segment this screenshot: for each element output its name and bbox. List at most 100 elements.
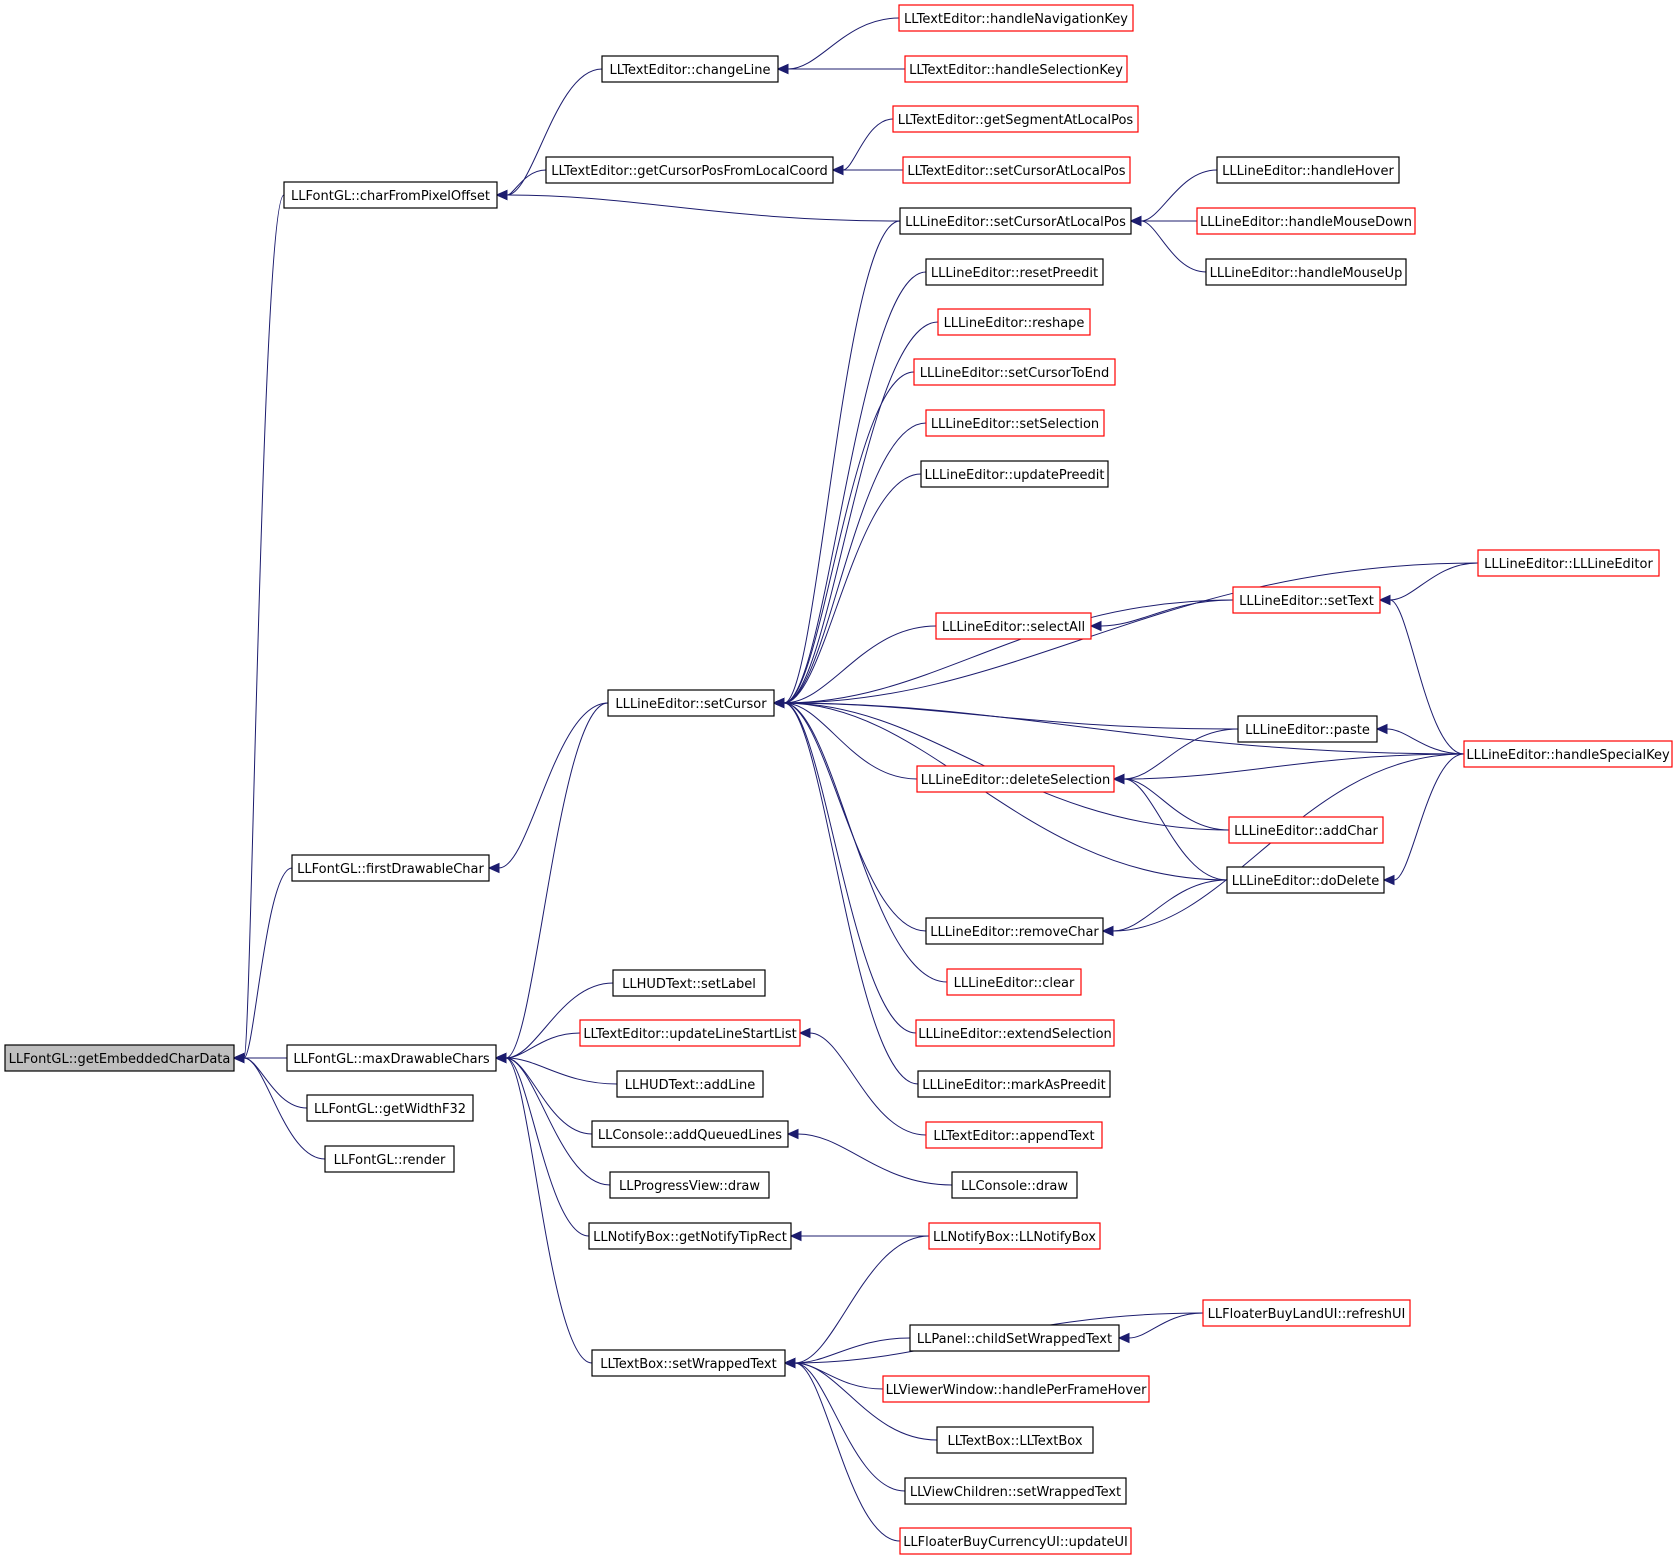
- call-edge-firstDrawableChar-to-getEmbeddedCharData: [232, 867, 293, 1064]
- node-box: [898, 4, 1134, 32]
- node-maxDrawableChars[interactable]: LLFontGL::maxDrawableChars: [286, 1044, 497, 1072]
- node-updatePreedit[interactable]: LLLineEditor::updatePreedit: [920, 460, 1109, 488]
- node-label: LLLineEditor::selectAll: [942, 620, 1085, 635]
- node-label: LLTextEditor::handleNavigationKey: [904, 12, 1128, 27]
- node-clear[interactable]: LLLineEditor::clear: [946, 968, 1082, 996]
- node-teSetCursorAtLocalPos[interactable]: LLTextEditor::setCursorAtLocalPos: [902, 156, 1131, 184]
- node-label: LLFontGL::charFromPixelOffset: [291, 189, 490, 204]
- node-selectAll[interactable]: LLLineEditor::selectAll: [935, 612, 1092, 640]
- node-consoleDraw[interactable]: LLConsole::draw: [951, 1171, 1078, 1199]
- node-handleSpecialKey[interactable]: LLLineEditor::handleSpecialKey: [1463, 740, 1673, 768]
- call-edge-teSetCursorAtLocalPos-to-getCursorPosFromLocalCoord: [831, 164, 903, 176]
- node-setText[interactable]: LLLineEditor::setText: [1232, 586, 1381, 614]
- node-getCursorPosFromLocalCoord[interactable]: LLTextEditor::getCursorPosFromLocalCoord: [545, 156, 834, 184]
- edge-line: [783, 625, 937, 704]
- node-hudAddLine[interactable]: LLHUDText::addLine: [616, 1070, 764, 1098]
- node-setCursorToEnd[interactable]: LLLineEditor::setCursorToEnd: [913, 358, 1116, 386]
- node-firstDrawableChar[interactable]: LLFontGL::firstDrawableChar: [291, 854, 490, 882]
- node-doDelete[interactable]: LLLineEditor::doDelete: [1226, 866, 1385, 894]
- node-getEmbeddedCharData[interactable]: LLFontGL::getEmbeddedCharData: [4, 1044, 235, 1072]
- node-getNotifyTipRect[interactable]: LLNotifyBox::getNotifyTipRect: [588, 1222, 792, 1250]
- arrowhead-icon: [1101, 925, 1114, 937]
- edge-line: [787, 17, 900, 70]
- node-appendText[interactable]: LLTextEditor::appendText: [925, 1121, 1103, 1149]
- node-childSetWrappedText[interactable]: LLPanel::childSetWrappedText: [909, 1324, 1120, 1352]
- node-box: [601, 55, 779, 83]
- call-edge-resetPreedit-to-setCursor: [772, 271, 927, 709]
- node-resetPreedit[interactable]: LLLineEditor::resetPreedit: [925, 258, 1104, 286]
- call-edge-tbSetWrappedText-to-maxDrawableChars: [494, 1052, 593, 1364]
- node-removeChar[interactable]: LLLineEditor::removeChar: [925, 917, 1104, 945]
- node-paste[interactable]: LLLineEditor::paste: [1237, 715, 1378, 743]
- call-edge-handleSelectionKey-to-changeLine: [776, 63, 905, 75]
- node-handleHover[interactable]: LLLineEditor::handleHover: [1216, 156, 1400, 184]
- arrowhead-icon: [495, 189, 508, 201]
- node-reshape[interactable]: LLLineEditor::reshape: [937, 308, 1091, 336]
- node-addChar[interactable]: LLLineEditor::addChar: [1228, 816, 1384, 844]
- node-box: [925, 258, 1104, 286]
- arrowhead-icon: [1382, 874, 1395, 886]
- call-edge-appendText-to-updateLineStartList: [798, 1027, 927, 1136]
- node-label: LLLineEditor::resetPreedit: [931, 266, 1098, 281]
- node-setSelection[interactable]: LLLineEditor::setSelection: [925, 409, 1105, 437]
- node-buyCurrencyUpdateUI[interactable]: LLFloaterBuyCurrencyUI::updateUI: [899, 1527, 1132, 1555]
- arrowhead-icon: [776, 63, 789, 75]
- node-box: [1463, 740, 1673, 768]
- node-leSetCursorAtLocalPos[interactable]: LLLineEditor::setCursorAtLocalPos: [899, 207, 1132, 235]
- node-handleMouseUp[interactable]: LLLineEditor::handleMouseUp: [1205, 258, 1407, 286]
- node-box: [892, 105, 1139, 133]
- edge-line: [1389, 599, 1465, 755]
- node-setCursor[interactable]: LLLineEditor::setCursor: [607, 689, 775, 717]
- node-label: LLHUDText::setLabel: [622, 977, 756, 992]
- node-notifyBoxCtor[interactable]: LLNotifyBox::LLNotifyBox: [928, 1222, 1101, 1250]
- arrowhead-icon: [1117, 1332, 1130, 1344]
- edge-line: [783, 473, 922, 704]
- node-box: [616, 1070, 764, 1098]
- call-edge-handleSpecialKey-to-paste: [1375, 723, 1465, 755]
- node-updateLineStartList[interactable]: LLTextEditor::updateLineStartList: [579, 1019, 801, 1047]
- edge-line: [505, 1057, 590, 1237]
- node-box: [904, 55, 1128, 83]
- node-charFromPixelOffset[interactable]: LLFontGL::charFromPixelOffset: [283, 181, 498, 209]
- edge-line: [842, 118, 894, 171]
- node-handleSelectionKey[interactable]: LLTextEditor::handleSelectionKey: [904, 55, 1128, 83]
- edge-line: [783, 371, 915, 704]
- node-llLineEditorCtor[interactable]: LLLineEditor::LLLineEditor: [1477, 549, 1660, 577]
- call-edge-updatePreedit-to-setCursor: [772, 473, 922, 709]
- node-box: [913, 358, 1116, 386]
- node-getSegmentAtLocalPos[interactable]: LLTextEditor::getSegmentAtLocalPos: [892, 105, 1139, 133]
- edge-line: [783, 702, 1239, 730]
- node-label: LLLineEditor::setCursorAtLocalPos: [905, 215, 1126, 230]
- node-refreshUI[interactable]: LLFloaterBuyLandUI::refreshUI: [1202, 1299, 1411, 1327]
- node-extendSelection[interactable]: LLLineEditor::extendSelection: [915, 1019, 1115, 1047]
- node-deleteSelection[interactable]: LLLineEditor::deleteSelection: [916, 765, 1115, 793]
- node-label: LLTextEditor::appendText: [933, 1129, 1094, 1144]
- node-handlePerFrameHover[interactable]: LLViewerWindow::handlePerFrameHover: [882, 1375, 1150, 1403]
- node-getWidthF32[interactable]: LLFontGL::getWidthF32: [306, 1094, 474, 1122]
- edge-line: [1123, 728, 1239, 780]
- node-box: [920, 460, 1109, 488]
- node-handleMouseDown[interactable]: LLLineEditor::handleMouseDown: [1196, 207, 1416, 235]
- node-box: [935, 612, 1092, 640]
- node-label: LLLineEditor::clear: [954, 976, 1075, 991]
- node-box: [286, 1044, 497, 1072]
- node-vcSetWrappedText[interactable]: LLViewChildren::setWrappedText: [904, 1477, 1127, 1505]
- node-label: LLConsole::draw: [961, 1179, 1068, 1194]
- node-handleNavigationKey[interactable]: LLTextEditor::handleNavigationKey: [898, 4, 1134, 32]
- node-label: LLViewChildren::setWrappedText: [910, 1485, 1121, 1500]
- edge-line: [1123, 778, 1228, 881]
- node-textBoxCtor[interactable]: LLTextBox::LLTextBox: [936, 1426, 1094, 1454]
- arrowhead-icon: [772, 697, 785, 709]
- call-edge-extendSelection-to-setCursor: [772, 697, 917, 1034]
- node-tbSetWrappedText[interactable]: LLTextBox::setWrappedText: [591, 1349, 786, 1377]
- call-edge-addChar-to-deleteSelection: [1112, 773, 1230, 831]
- node-progressDraw[interactable]: LLProgressView::draw: [609, 1171, 770, 1199]
- call-edge-paste-to-setCursor: [772, 697, 1239, 730]
- node-render[interactable]: LLFontGL::render: [324, 1145, 455, 1173]
- node-label: LLTextEditor::getCursorPosFromLocalCoord: [551, 164, 827, 179]
- node-hudSetLabel[interactable]: LLHUDText::setLabel: [612, 969, 766, 997]
- node-label: LLLineEditor::handleSpecialKey: [1466, 748, 1670, 763]
- node-changeLine[interactable]: LLTextEditor::changeLine: [601, 55, 779, 83]
- node-addQueuedLines[interactable]: LLConsole::addQueuedLines: [591, 1120, 789, 1148]
- node-markAsPreedit[interactable]: LLLineEditor::markAsPreedit: [917, 1070, 1111, 1098]
